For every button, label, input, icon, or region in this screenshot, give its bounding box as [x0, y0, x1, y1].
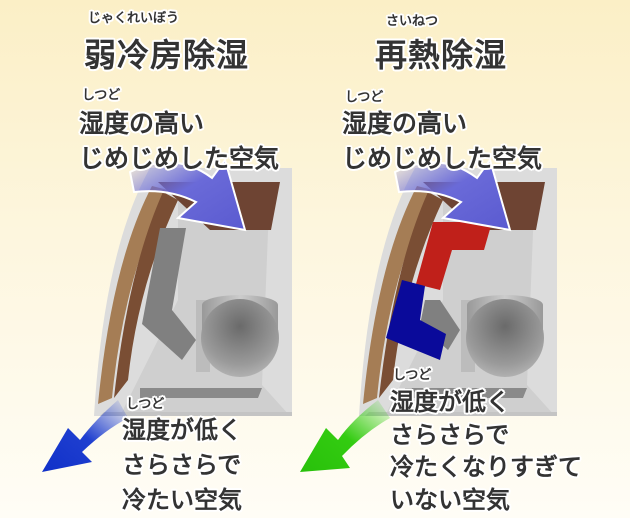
right-title-ruby: さいねつ — [386, 14, 439, 29]
right-output-line-3: 冷たくなりすぎて — [390, 453, 582, 481]
left-output-line-2: さらさらで — [122, 451, 242, 479]
left-output-line-3: 冷たい空気 — [122, 486, 242, 514]
left-output-line-1: 湿度が低く — [122, 416, 242, 444]
right-output-arrow-icon — [300, 400, 390, 472]
right-output-line-2: さらさらで — [390, 421, 510, 449]
left-intake-arrow-icon — [128, 157, 247, 232]
right-duct — [420, 300, 460, 350]
right-intake-arrow-icon — [393, 157, 512, 232]
left-dehumidifier-unit — [42, 157, 292, 472]
left-title: 弱冷房除湿 — [84, 36, 250, 74]
right-input-ruby: しつど — [345, 90, 384, 105]
right-input-line-1: 湿度の高い — [342, 109, 468, 138]
right-title: 再熱除湿 — [375, 36, 508, 74]
left-output-arrow-icon — [42, 400, 128, 472]
right-output-line-1: 湿度が低く — [390, 388, 510, 416]
right-dehumidifier-unit — [300, 157, 557, 472]
reheater-icon — [416, 222, 492, 290]
left-evaporator-duct — [142, 228, 196, 360]
left-input-ruby: しつど — [82, 88, 121, 103]
cooler-icon — [386, 280, 446, 360]
right-input-line-2: じめじめした空気 — [342, 144, 543, 173]
left-input-line-1: 湿度の高い — [79, 109, 205, 138]
left-output-ruby: しつど — [126, 397, 165, 412]
right-output-ruby: しつど — [393, 368, 432, 383]
left-input-line-2: じめじめした空気 — [79, 144, 280, 173]
right-output-line-4: いない空気 — [390, 486, 510, 514]
left-title-ruby: じゃくれいぼう — [88, 11, 180, 26]
